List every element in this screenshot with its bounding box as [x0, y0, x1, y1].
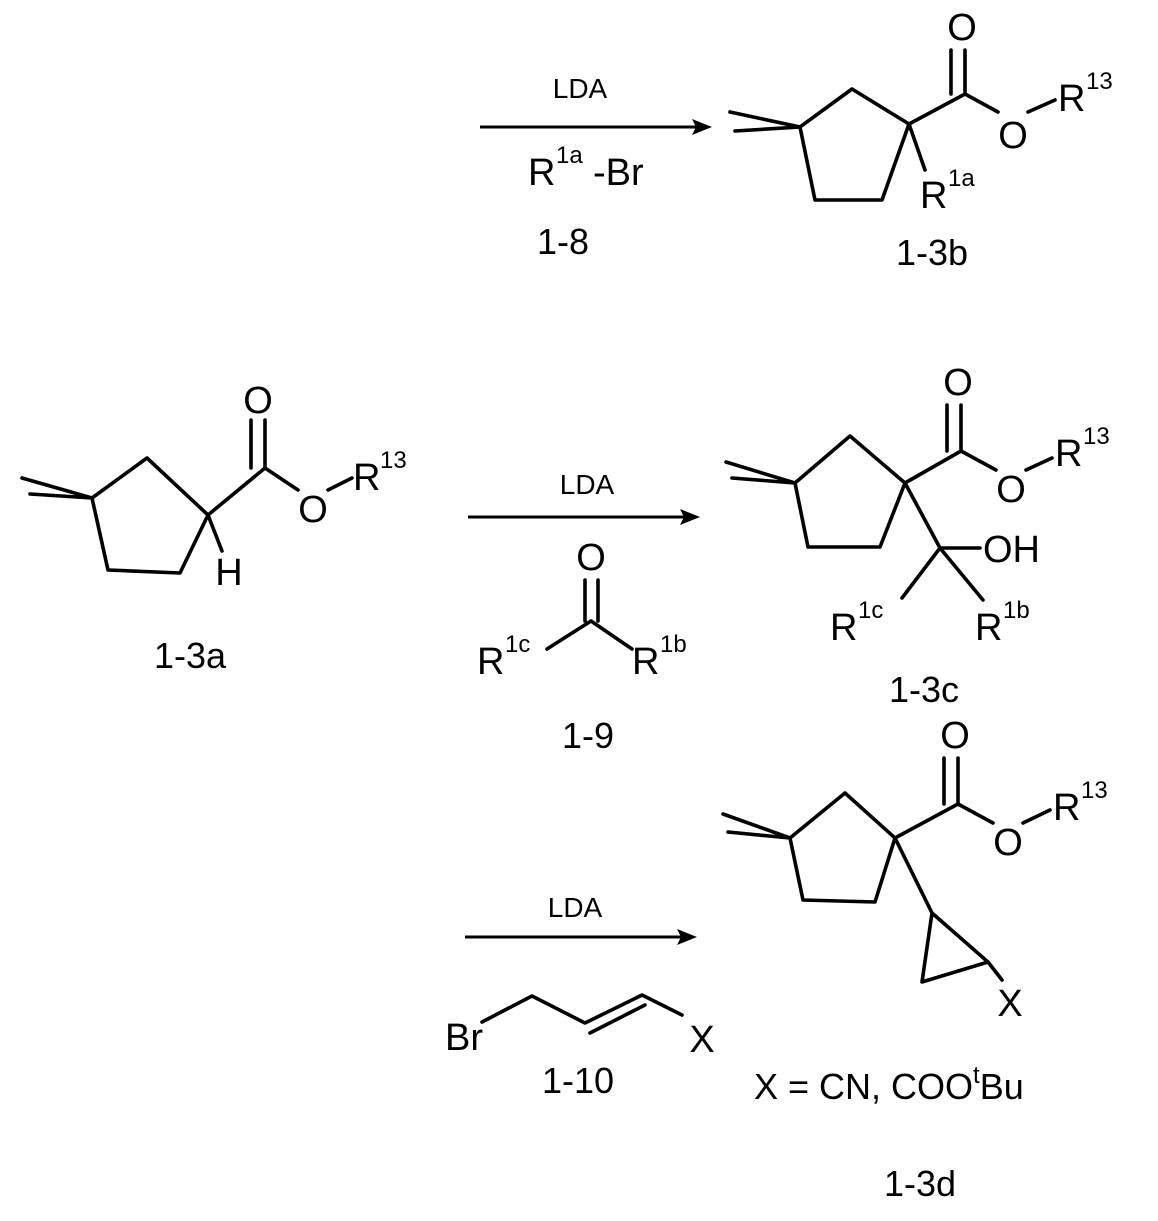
compound-1-3c-ester-r: R [1055, 433, 1082, 475]
compound-1-3a-carbonyl-oxygen: O [243, 380, 273, 422]
compound-1-3c-ester-oxygen: O [996, 469, 1026, 511]
reaction-2-agent-label: 1-9 [562, 715, 614, 756]
compound-1-3b-carbonyl-oxygen: O [947, 7, 977, 49]
compound-1-3d-ester-r: R [1053, 787, 1080, 829]
compound-1-3b-substituent-superscript: 1a [948, 165, 975, 192]
compound-1-3c-r1b: R [975, 607, 1002, 649]
compound-1-3b-ester-oxygen: O [998, 115, 1028, 157]
compound-1-3c-r1c-superscript: 1c [858, 597, 883, 624]
compound-1-3b-ester-r: R [1058, 78, 1085, 120]
reaction-2-ketone-r1c: R [477, 641, 504, 683]
reaction-3-reagent: LDA [548, 892, 603, 923]
reaction-3-bromine: Br [445, 1017, 483, 1059]
compound-1-3d-bonds [723, 758, 1050, 982]
reaction-2-ketone-oxygen: O [576, 537, 606, 579]
reaction-2-reagent: LDA [560, 469, 615, 500]
reaction-2-ketone-r1b: R [632, 641, 659, 683]
reaction-3-agent-label: 1-10 [542, 1060, 614, 1101]
compound-1-3d-ester-r-superscript: 13 [1081, 777, 1108, 804]
compound-1-3d-note-suffix: Bu [980, 1066, 1024, 1107]
compound-1-3c-hydroxyl: OH [983, 529, 1040, 571]
reaction-1-alkylating-agent-r: R [528, 152, 555, 194]
compound-1-3c-r1b-superscript: 1b [1003, 597, 1030, 624]
compound-1-3b-ester-r-superscript: 13 [1086, 68, 1113, 95]
reaction-1-alkylating-agent-suffix: -Br [593, 152, 644, 194]
compound-1-3b-label: 1-3b [896, 232, 968, 273]
compound-1-3a-h-atom: H [215, 552, 242, 594]
compound-1-3b: O O R 13 R 1a 1-3b [730, 7, 1113, 273]
compound-1-3a: O O R 13 H 1-3a [22, 380, 407, 676]
compound-1-3a-ester-r-superscript: 13 [380, 447, 407, 474]
reaction-2: LDA O R 1c R 1b 1-9 [468, 469, 700, 756]
reaction-1-reagent: LDA [553, 73, 608, 104]
compound-1-3d-note-prefix: X = CN, COO [754, 1066, 973, 1107]
compound-1-3d-substituent-note: X = CN, COOtBu [754, 1062, 1024, 1107]
reaction-2-ketone-bonds [547, 580, 632, 649]
compound-1-3a-ester-oxygen: O [298, 489, 328, 531]
compound-1-3a-label: 1-3a [154, 635, 227, 676]
compound-1-3d: O O R 13 X X = CN, COOtBu 1-3d [723, 715, 1108, 1204]
reaction-3-x-atom: X [689, 1019, 714, 1061]
compound-1-3b-substituent-r: R [920, 175, 947, 217]
reaction-2-ketone-r1c-superscript: 1c [505, 631, 530, 658]
reaction-3-allyl-bromide-bonds [482, 995, 682, 1033]
compound-1-3d-label: 1-3d [884, 1163, 956, 1204]
compound-1-3d-carbonyl-oxygen: O [940, 715, 970, 757]
reaction-1: LDA R 1a -Br 1-8 [480, 73, 712, 262]
reaction-1-agent-label: 1-8 [537, 221, 589, 262]
reaction-2-ketone-r1b-superscript: 1b [660, 631, 687, 658]
compound-1-3c-r1c: R [830, 607, 857, 649]
reaction-1-alkylating-agent-superscript: 1a [556, 142, 583, 169]
compound-1-3c-ester-r-superscript: 13 [1083, 423, 1110, 450]
compound-1-3c-carbonyl-oxygen: O [943, 362, 973, 404]
compound-1-3d-x-atom: X [997, 983, 1022, 1025]
compound-1-3a-ester-r: R [353, 457, 380, 499]
reaction-3: LDA Br X 1-10 [445, 892, 715, 1101]
compound-1-3d-ester-oxygen: O [993, 822, 1023, 864]
compound-1-3c-label: 1-3c [889, 669, 959, 710]
compound-1-3c: O O R 13 OH R 1c R 1b 1-3c [726, 362, 1110, 710]
